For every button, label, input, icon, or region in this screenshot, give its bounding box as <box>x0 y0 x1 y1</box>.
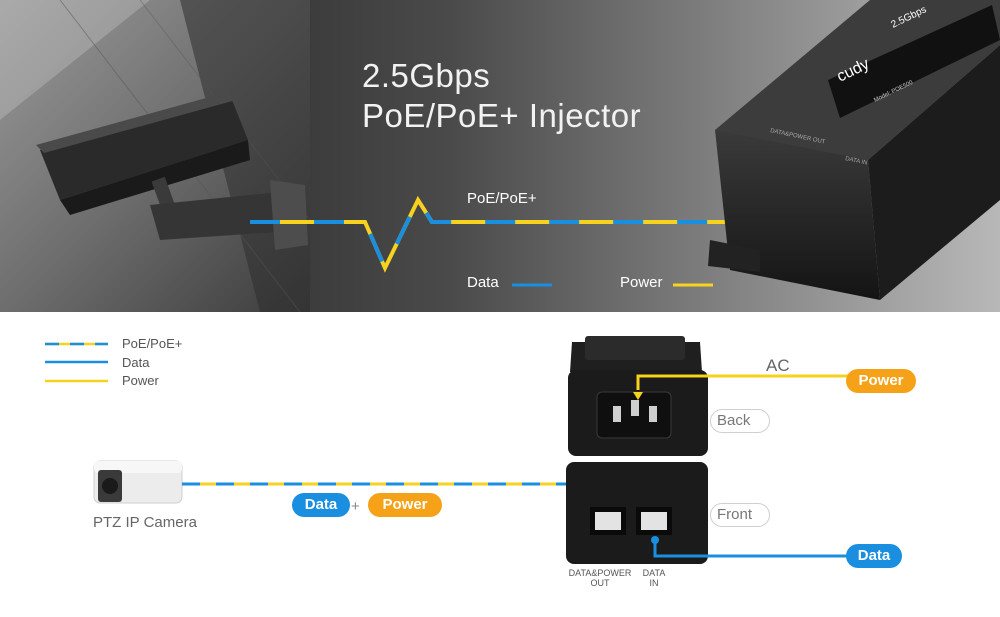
injector-back-view <box>568 336 708 456</box>
security-camera-icon <box>36 92 308 250</box>
data-in-pill: Data <box>846 544 902 568</box>
camera-caption: PTZ IP Camera <box>93 514 197 531</box>
hero-power-label: Power <box>620 274 663 291</box>
cable-data-pill: Data <box>292 493 350 517</box>
diagram-graphics <box>45 336 860 564</box>
legend-poe-label: PoE/PoE+ <box>122 336 183 351</box>
port-in-caption: DATA IN <box>642 568 666 588</box>
legend-data-label: Data <box>122 355 150 370</box>
front-label: Front <box>710 503 770 527</box>
ac-arrow-icon <box>633 392 643 400</box>
port-out-caption: DATA&POWER OUT <box>568 568 632 588</box>
ac-power-pill: Power <box>846 369 916 393</box>
title-line-1: 2.5Gbps <box>362 57 491 94</box>
title-line-2: PoE/PoE+ Injector <box>362 97 642 134</box>
connection-diagram: PoE/PoE+ Data Power PTZ IP Camera Data +… <box>0 312 1000 617</box>
hero-data-label: Data <box>467 274 499 291</box>
data-in-dot-icon <box>651 536 659 544</box>
ac-label: AC <box>766 356 790 375</box>
cable-label: PoE/PoE+ <box>467 190 537 207</box>
hero-illustration: cudy 2.5Gbps Model: POE500 DATA&POWER OU… <box>0 0 1000 312</box>
injector-device <box>708 0 1000 300</box>
cable-power-pill: Power <box>368 493 442 517</box>
ac-power-wire <box>636 374 860 390</box>
device-port-in-label: DATA IN <box>845 156 868 167</box>
legend-power-label: Power <box>122 373 159 388</box>
hero-banner: cudy 2.5Gbps Model: POE500 DATA&POWER OU… <box>0 0 1000 312</box>
ptz-camera-icon <box>93 460 183 504</box>
back-label: Back <box>710 409 770 433</box>
page-title: 2.5Gbps PoE/PoE+ Injector <box>362 56 641 136</box>
injector-front-view <box>566 462 708 564</box>
poe-cable <box>250 195 760 273</box>
cable-plus-sign: + <box>351 498 360 515</box>
